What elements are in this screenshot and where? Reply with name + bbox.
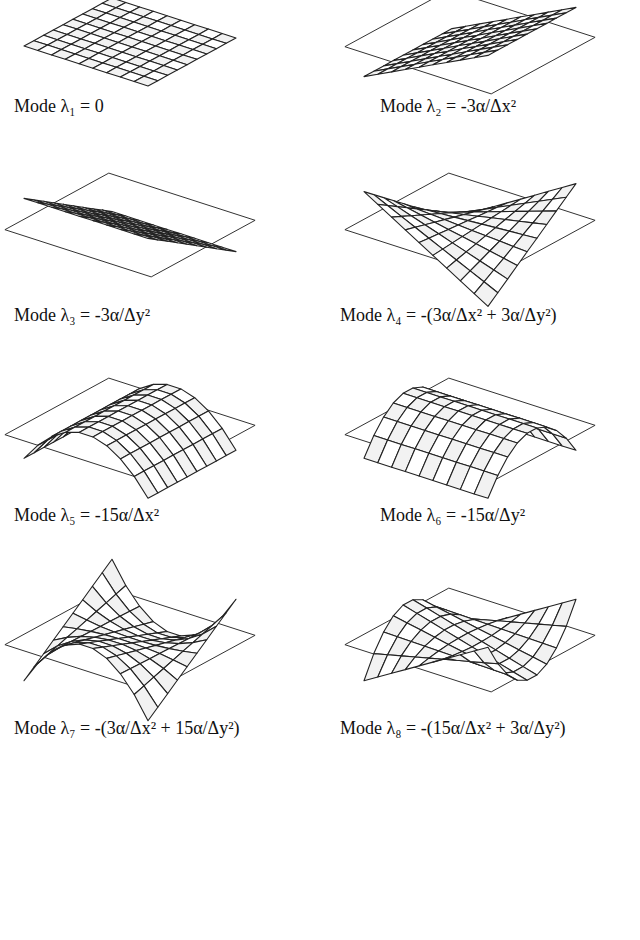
mesh-cell	[484, 663, 508, 675]
reference-plane	[345, 0, 595, 94]
mode-label: Mode λ₃ = -3α/Δy²	[14, 305, 150, 326]
mode-label: Mode λ₅ = -15α/Δx²	[14, 505, 159, 526]
mesh-cell	[419, 658, 443, 666]
mesh-cell	[474, 471, 498, 498]
mesh-cell	[474, 647, 498, 663]
reference-plane	[5, 378, 255, 482]
mesh-cell	[474, 282, 498, 307]
mode-label: Mode λ₇ = -(3α/Δx² + 15α/Δy²)	[14, 718, 240, 739]
mode-surface	[5, 173, 255, 277]
mesh-cell	[364, 192, 388, 206]
mode-surface	[345, 378, 595, 498]
mode-surface	[345, 173, 595, 306]
mode-label: Mode λ₆ = -15α/Δy²	[380, 505, 525, 526]
mesh-cell	[552, 184, 576, 200]
mesh-cell	[378, 204, 402, 217]
mode-surface	[345, 588, 595, 692]
mode-label: Mode λ₂ = -3α/Δx²	[380, 96, 516, 117]
mode-surface	[5, 559, 255, 720]
mesh-cell	[543, 426, 567, 438]
mesh-cell	[24, 440, 48, 458]
mesh-cell	[552, 599, 576, 626]
mode-surface	[5, 378, 255, 498]
mode-label: Mode λ₈ = -(15α/Δx² + 3α/Δy²)	[340, 718, 566, 739]
mesh-cell	[533, 211, 557, 225]
mode-label: Mode λ₄ = -(3α/Δx² + 3α/Δy²)	[340, 305, 557, 326]
mesh-cell	[134, 686, 158, 721]
reference-plane	[345, 173, 595, 277]
mesh-cell	[134, 76, 158, 86]
mesh-cell	[474, 50, 498, 58]
mesh-cell	[543, 197, 567, 211]
reference-plane	[5, 173, 255, 277]
reference-plane	[345, 588, 595, 692]
mode-label: Mode λ₁ = 0	[14, 96, 104, 117]
mode-surface	[24, 0, 236, 86]
mode-surface	[345, 0, 595, 94]
mesh-cell	[134, 234, 158, 240]
mesh-cell	[134, 471, 158, 498]
mesh-cell	[203, 613, 227, 634]
